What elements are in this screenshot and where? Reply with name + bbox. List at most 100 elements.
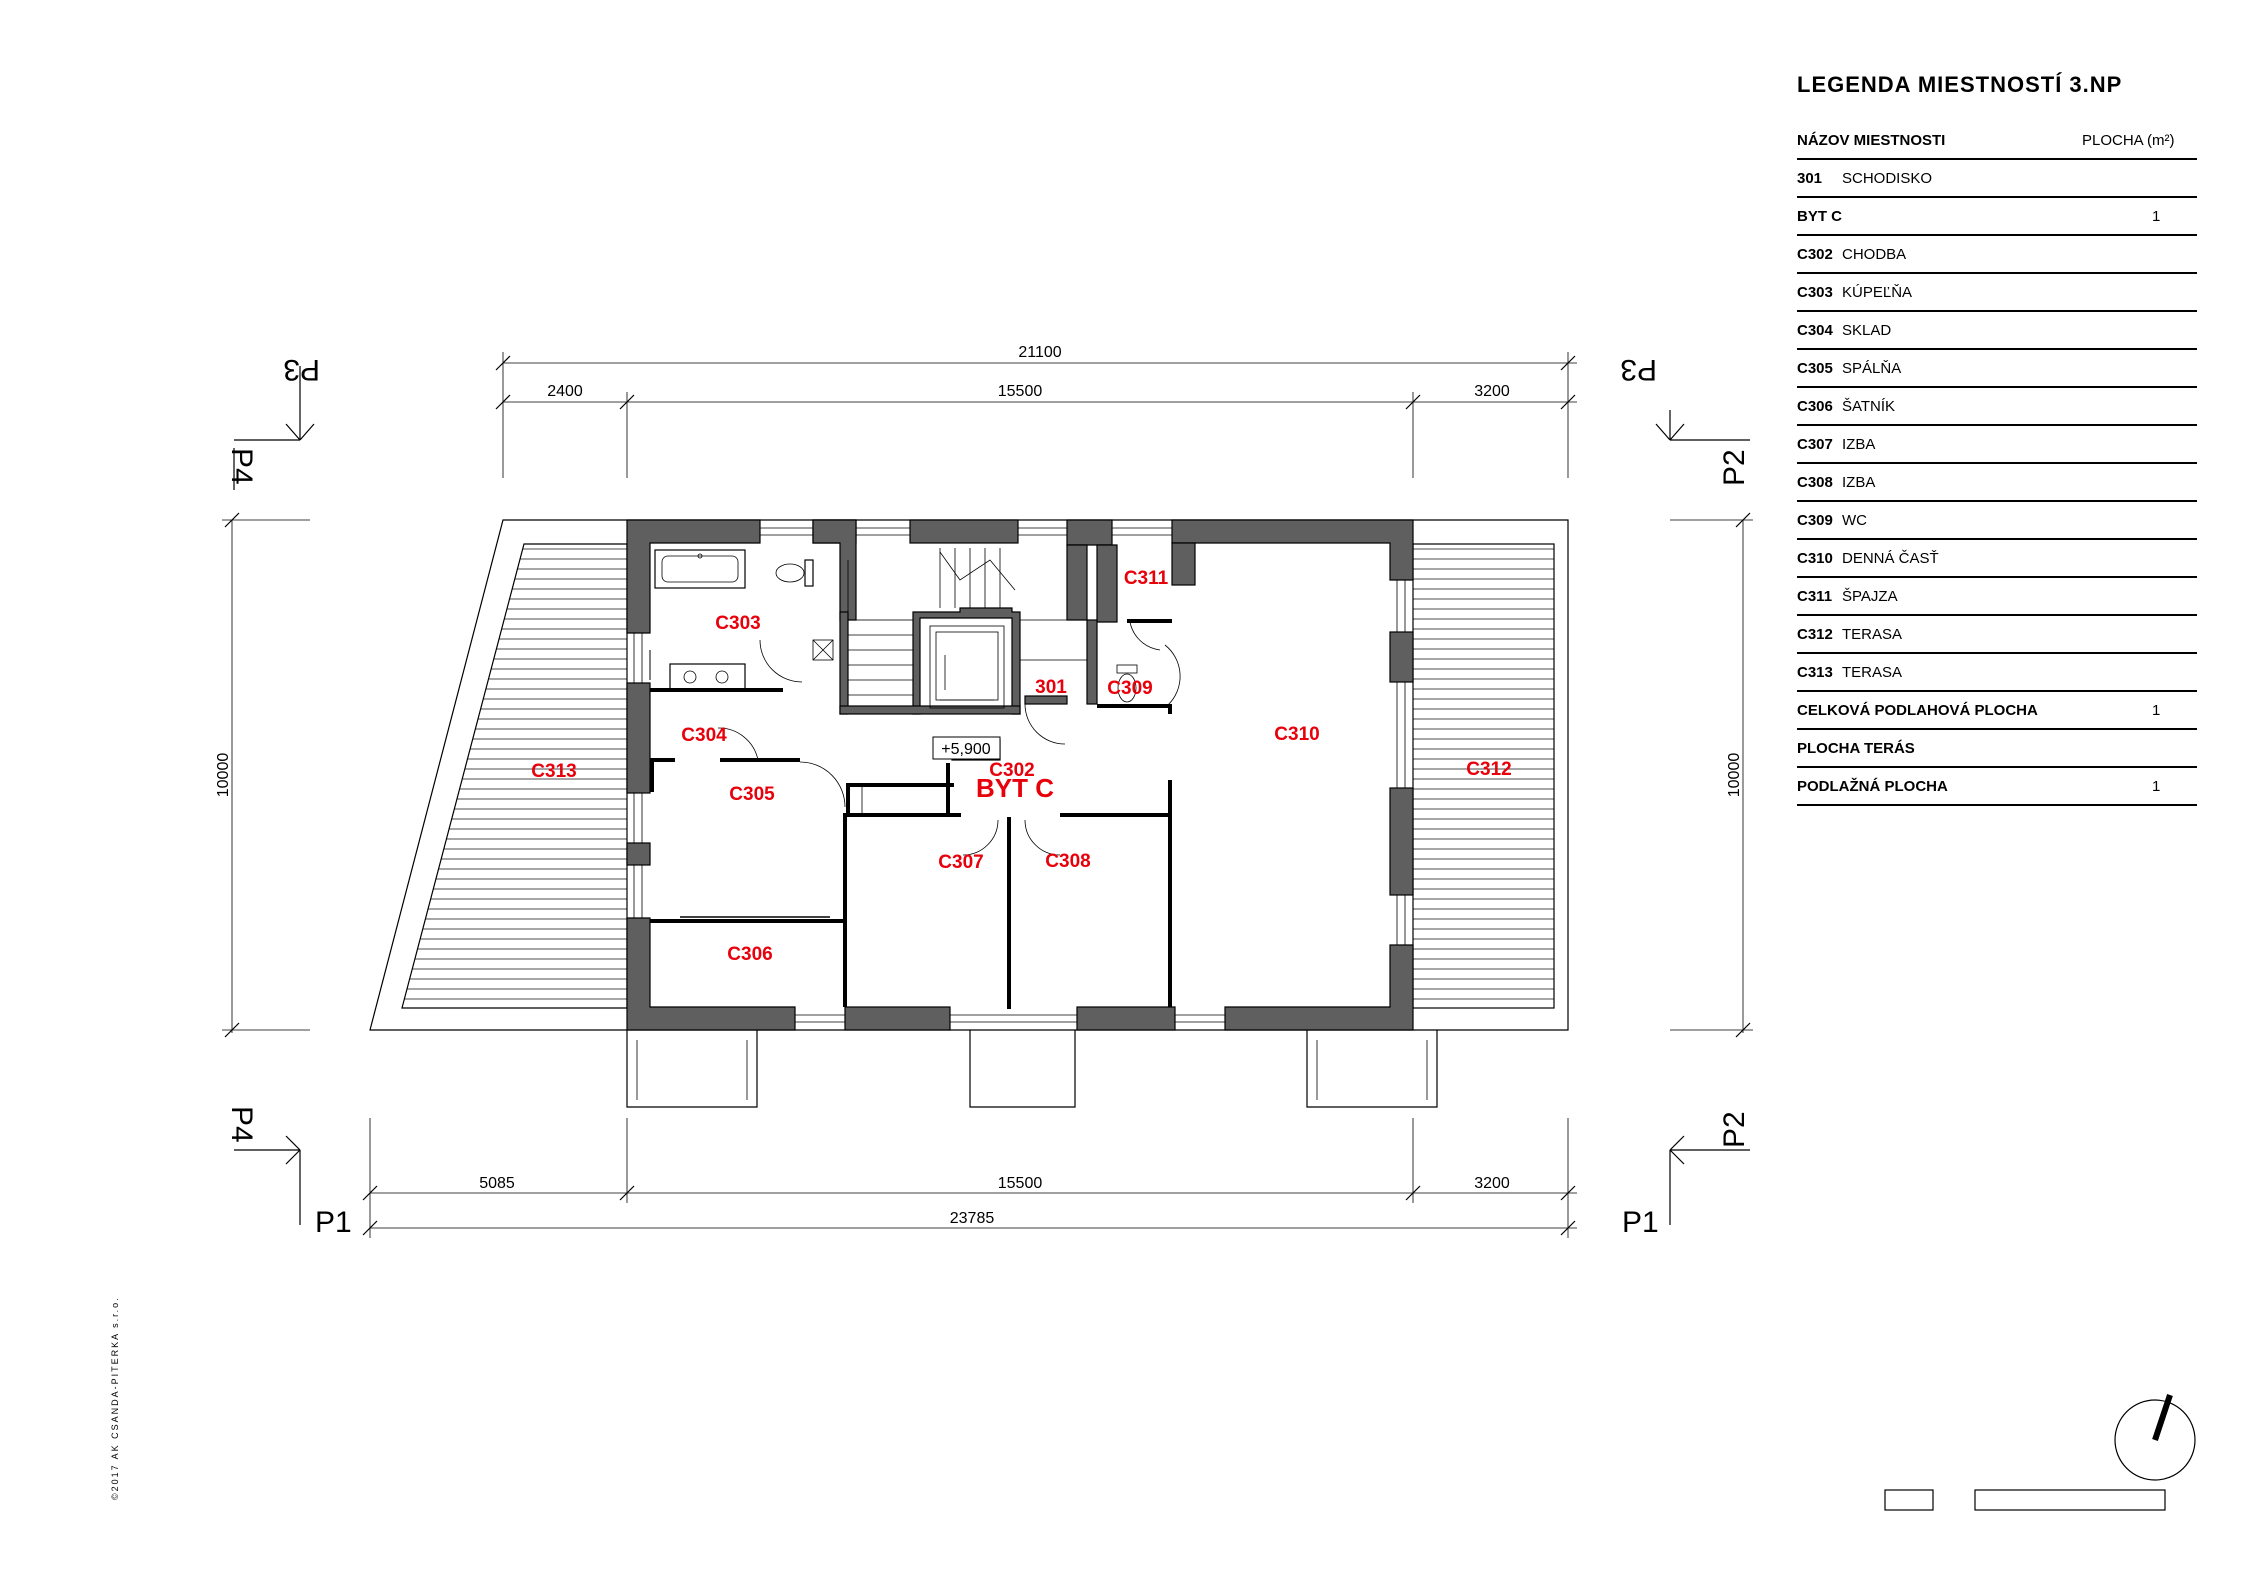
legend-room-code: C309: [1797, 512, 1833, 529]
room-label-c304: C304: [681, 725, 727, 746]
legend-room-code: PODLAŽNÁ PLOCHA: [1797, 778, 1948, 795]
legend-room-code: C307: [1797, 436, 1833, 453]
legend-row: CELKOVÁ PODLAHOVÁ PLOCHA 1: [1797, 690, 2197, 730]
legend-room-name: IZBA: [1842, 436, 1876, 453]
legend-row: C305 SPÁLŇA: [1797, 348, 2197, 388]
legend-room-code: C306: [1797, 398, 1833, 415]
level-mark-text: +5,900: [941, 741, 990, 758]
room-label-c307: C307: [938, 852, 983, 873]
building-outline: [369, 519, 1569, 1108]
dim-top-mid: 15500: [998, 383, 1043, 400]
side-dimensions: 10000 10000: [215, 512, 1753, 1038]
axis-p2-bottom: P2: [1718, 1111, 1751, 1148]
legend-room-code: C302: [1797, 246, 1833, 263]
top-dimensions: 21100 2400 15500 3200: [495, 344, 1577, 478]
title-block-fragments: [1884, 1394, 2196, 1511]
room-label-c309: C309: [1107, 678, 1152, 699]
legend-row: PLOCHA TERÁS: [1797, 728, 2197, 768]
legend-row: C304 SKLAD: [1797, 310, 2197, 350]
legend-row: 301 SCHODISKO: [1797, 158, 2197, 198]
legend-room-code: C308: [1797, 474, 1833, 491]
legend-room-name: WC: [1842, 512, 1867, 529]
legend-room-name: SPÁLŇA: [1842, 360, 1902, 377]
legend-room-code: BYT C: [1797, 208, 1842, 225]
room-label-c305: C305: [729, 784, 775, 805]
unit-label-byt-c: BYT C: [976, 773, 1054, 803]
door-swings: [717, 621, 1181, 856]
axis-markers: P3 P4 P3 P2 P4 P1 P2 P1: [225, 353, 1751, 1239]
room-label-c308: C308: [1045, 851, 1090, 872]
dim-top-left: 2400: [547, 383, 583, 400]
legend-room-name: SCHODISKO: [1842, 170, 1933, 187]
room-label-c312: C312: [1466, 759, 1511, 780]
legend-row: C312 TERASA: [1797, 614, 2197, 654]
room-labels: C303 C304 C305 C306 C307 C308 C309 C310 …: [531, 568, 1511, 965]
dim-top-total: 21100: [1018, 344, 1061, 361]
legend-title: LEGENDA MIESTNOSTÍ 3.NP: [1797, 72, 2123, 97]
legend-row: C307 IZBA: [1797, 424, 2197, 464]
legend-room-code: C304: [1797, 322, 1833, 339]
legend-row: C306 ŠATNÍK: [1797, 386, 2197, 426]
legend-room-name: CHODBA: [1842, 246, 1907, 263]
legend-row: C310 DENNÁ ČASŤ: [1797, 538, 2197, 578]
room-label-c311: C311: [1124, 568, 1169, 589]
legend-row: C313 TERASA: [1797, 652, 2197, 692]
legend-room-area: 1: [2152, 208, 2161, 225]
room-legend-table: LEGENDA MIESTNOSTÍ 3.NP NÁZOV MIESTNOSTI…: [1797, 72, 2197, 806]
axis-p4-top: P4: [225, 448, 258, 485]
legend-room-code: C310: [1797, 550, 1833, 567]
staircase: [847, 548, 1087, 709]
level-marker: +5,900: [932, 736, 1001, 760]
legend-row: C303 KÚPEĽŇA: [1797, 272, 2197, 312]
axis-p4-bottom: P4: [225, 1106, 258, 1143]
bottom-dimensions: 5085 15500 3200 23785: [362, 1118, 1577, 1238]
partitions: [633, 527, 1406, 1023]
axis-p3-right: P3: [1620, 353, 1657, 386]
legend-room-name: TERASA: [1842, 626, 1903, 643]
legend-room-name: KÚPEĽŇA: [1842, 284, 1913, 301]
legend-header-area: PLOCHA (m²): [2082, 132, 2175, 149]
legend-row: C308 IZBA: [1797, 462, 2197, 502]
dim-side-left: 10000: [215, 753, 232, 798]
legend-room-name: DENNÁ ČASŤ: [1842, 550, 1939, 567]
room-label-c313: C313: [531, 761, 576, 782]
legend-room-area: 1: [2152, 702, 2161, 719]
dim-bottom-mid: 15500: [998, 1175, 1043, 1192]
legend-room-name: IZBA: [1842, 474, 1876, 491]
room-label-c306: C306: [727, 944, 772, 965]
legend-room-code: C311: [1797, 588, 1833, 605]
legend-room-area: 1: [2152, 778, 2161, 795]
axis-p1-left: P1: [315, 1206, 352, 1239]
legend-room-code: C303: [1797, 284, 1833, 301]
legend-room-code: C305: [1797, 360, 1833, 377]
room-label-c303: C303: [715, 613, 760, 634]
legend-row: C309 WC: [1797, 500, 2197, 540]
legend-room-code: CELKOVÁ PODLAHOVÁ PLOCHA: [1797, 702, 2038, 719]
legend-header-row: NÁZOV MIESTNOSTI PLOCHA (m²): [1797, 120, 2197, 160]
axis-p3-left: P3: [283, 353, 320, 386]
dim-top-right: 3200: [1474, 383, 1510, 400]
axis-p1-right: P1: [1622, 1206, 1659, 1239]
legend-room-code: C313: [1797, 664, 1833, 681]
legend-row: C302 CHODBA: [1797, 234, 2197, 274]
legend-room-name: ŠATNÍK: [1842, 398, 1896, 415]
legend-row: BYT C 1: [1797, 196, 2197, 236]
dim-bottom-right: 3200: [1474, 1175, 1510, 1192]
room-label-c310: C310: [1274, 724, 1319, 745]
legend-room-code: 301: [1797, 170, 1823, 187]
dim-bottom-total: 23785: [950, 1210, 995, 1227]
legend-room-code: PLOCHA TERÁS: [1797, 740, 1915, 757]
legend-row: C311 ŠPAJZA: [1797, 576, 2197, 616]
legend-row: PODLAŽNÁ PLOCHA 1: [1797, 766, 2197, 806]
copyright-credit: ©2017 AK CSANDA-PITERKA s.r.o.: [110, 1296, 120, 1500]
dim-side-right: 10000: [1726, 753, 1743, 798]
room-label-c302: C302: [989, 760, 1034, 781]
legend-room-name: SKLAD: [1842, 322, 1892, 339]
legend-room-code: C312: [1797, 626, 1833, 643]
dim-bottom-left: 5085: [479, 1175, 515, 1192]
legend-room-name: TERASA: [1842, 664, 1903, 681]
room-label-301: 301: [1035, 677, 1067, 698]
legend-header-name: NÁZOV MIESTNOSTI: [1797, 132, 1946, 149]
legend-room-name: ŠPAJZA: [1842, 588, 1898, 605]
